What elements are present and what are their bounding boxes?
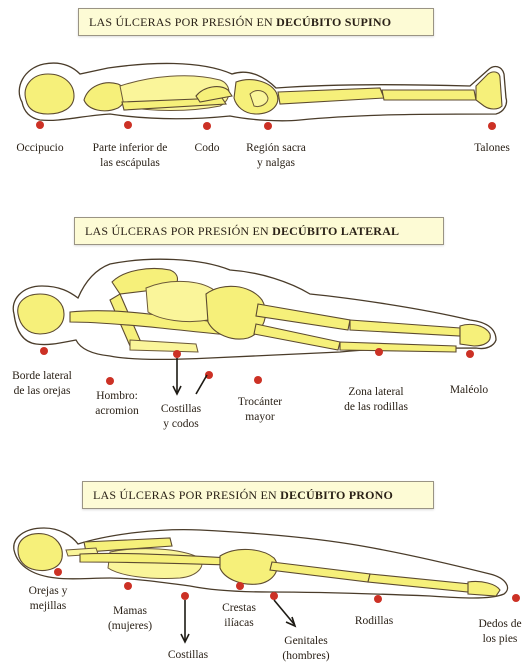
lateral-tibia (350, 320, 460, 336)
prone-arrow-genitals (274, 600, 294, 624)
lateral-point-trochanter (254, 376, 262, 384)
prone-skull (18, 534, 62, 571)
supine-title-bold: DECÚBITO SUPINO (276, 15, 391, 29)
label-genitals: Genitales(hombres) (282, 634, 329, 664)
prone-arrow-genitals-head (286, 617, 295, 626)
prone-title-prefix: LAS ÚLCERAS POR PRESIÓN EN (93, 488, 277, 502)
lateral-femur (256, 304, 350, 330)
lateral-figure (0, 248, 530, 398)
label-heels: Talones (474, 141, 510, 156)
prone-point-genitals (270, 592, 278, 600)
supine-point-occiput (36, 121, 44, 129)
prone-title: LAS ÚLCERAS POR PRESIÓN EN DECÚBITO PRON… (82, 481, 434, 509)
supine-point-heels (488, 122, 496, 130)
supine-scapula (84, 83, 126, 111)
lateral-skull (18, 294, 64, 334)
supine-femur (278, 88, 384, 104)
prone-figure (0, 508, 530, 668)
lateral-tibia-2 (340, 342, 456, 352)
label-occiput: Occipucio (16, 141, 63, 156)
label-breasts: Mamas(mujeres) (108, 604, 152, 634)
lateral-title-bold: DECÚBITO LATERAL (272, 224, 399, 238)
prone-title-bold: DECÚBITO PRONO (280, 488, 393, 502)
prone-point-breasts (124, 582, 132, 590)
prone-pelvis (220, 549, 277, 584)
lateral-femur-2 (254, 324, 340, 350)
supine-point-scapula (124, 121, 132, 129)
label-malleolus: Maléolo (450, 383, 488, 398)
lateral-point-knees (375, 348, 383, 356)
lateral-title: LAS ÚLCERAS POR PRESIÓN EN DECÚBITO LATE… (74, 217, 444, 245)
label-knees-prone: Rodillas (355, 614, 393, 629)
prone-point-ears (54, 568, 62, 576)
prone-point-toes (512, 594, 520, 602)
supine-point-sacral (264, 122, 272, 130)
lateral-arrow-elbow (196, 375, 207, 394)
lateral-forearm (130, 340, 198, 352)
prone-point-knees (374, 595, 382, 603)
lateral-point-shoulder (106, 377, 114, 385)
supine-skull (25, 74, 74, 114)
lateral-point-ribs (173, 350, 181, 358)
label-shoulder: Hombro:acromion (95, 389, 138, 419)
prone-point-ribs (181, 592, 189, 600)
label-ribs-prone: Costillas (168, 648, 208, 663)
prone-femur (270, 562, 370, 582)
prone-tibia (368, 574, 470, 592)
label-elbow: Codo (195, 141, 220, 156)
supine-point-elbow (203, 122, 211, 130)
supine-title-prefix: LAS ÚLCERAS POR PRESIÓN EN (89, 15, 273, 29)
supine-tibia (382, 90, 476, 100)
lateral-title-prefix: LAS ÚLCERAS POR PRESIÓN EN (85, 224, 269, 238)
prone-point-iliac (236, 582, 244, 590)
lateral-point-malleolus (466, 350, 474, 358)
lateral-point-ear (40, 347, 48, 355)
lateral-foot (460, 324, 490, 346)
prone-foot (468, 581, 500, 596)
supine-title: LAS ÚLCERAS POR PRESIÓN EN DECÚBITO SUPI… (78, 8, 434, 36)
